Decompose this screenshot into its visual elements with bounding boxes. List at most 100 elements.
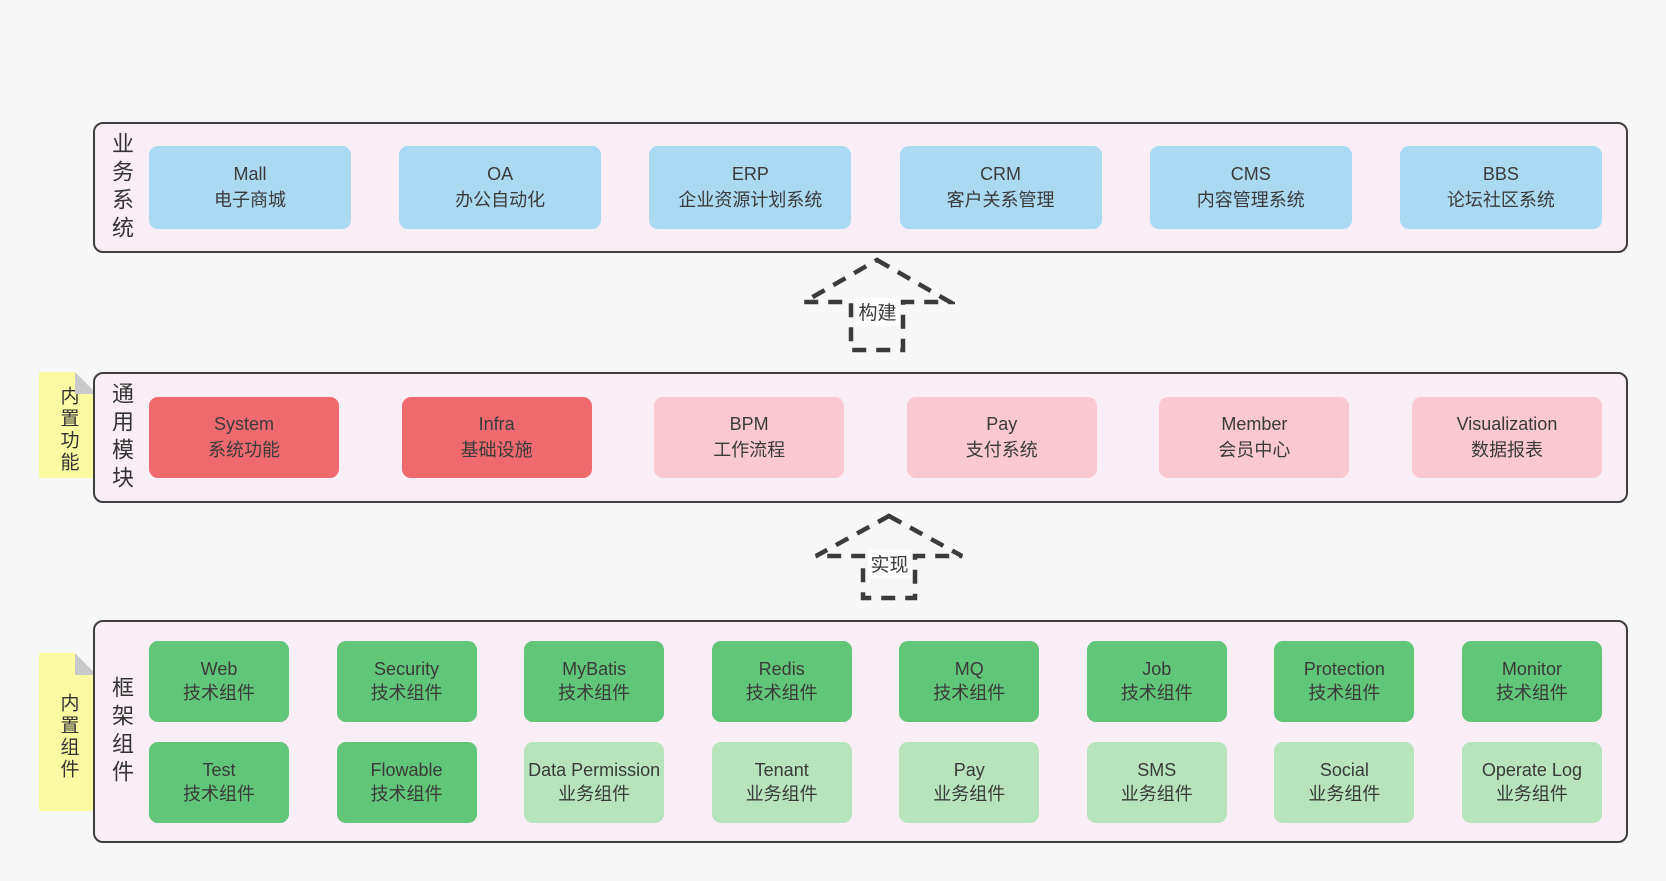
module-name: Social [1319, 759, 1369, 780]
module-name: MQ [954, 658, 984, 679]
module-name: Tenant [754, 759, 809, 780]
module-name: Infra [478, 414, 515, 435]
module-name: Redis [758, 658, 805, 679]
module-box-operate-log: Operate Log 业务组件 [1461, 741, 1602, 823]
module-name: Monitor [1501, 658, 1562, 679]
module-name: Security [374, 658, 440, 679]
module-desc: 技术组件 [1308, 683, 1381, 703]
module-name: MyBatis [562, 658, 627, 679]
module-desc: 办公自动化 [455, 189, 546, 210]
module-desc: 支付系统 [965, 439, 1038, 460]
layer-label-text: 通用模块 [109, 381, 134, 494]
module-name: Member [1221, 414, 1288, 435]
arrow-implement-label: 实现 [867, 549, 912, 578]
sticky-built-in-components: 内置组件 [39, 653, 97, 811]
module-desc: 技术组件 [183, 784, 255, 804]
module-box-mybatis: MyBatis 技术组件 [524, 640, 665, 722]
module-desc: 业务组件 [558, 784, 631, 804]
module-box-mall: Mall 电子商城 [149, 146, 351, 229]
module-desc: 业务组件 [1120, 784, 1193, 804]
module-name: OA [487, 164, 514, 185]
sticky-label: 内置功能 [57, 386, 79, 474]
module-desc: 企业资源计划系统 [678, 189, 823, 210]
module-box-oa: OA 办公自动化 [399, 146, 602, 229]
module-box-erp: ERP 企业资源计划系统 [649, 146, 852, 229]
module-desc: 工作流程 [713, 439, 786, 460]
module-desc: 技术组件 [745, 683, 818, 703]
module-box-redis: Redis 技术组件 [711, 640, 852, 722]
module-box-mq: MQ 技术组件 [899, 640, 1040, 722]
module-box-web: Web 技术组件 [149, 640, 289, 722]
module-desc: 技术组件 [183, 683, 255, 703]
module-box-tenant: Tenant 业务组件 [711, 741, 852, 823]
module-name: Visualization [1456, 414, 1558, 435]
module-name: Data Permission [528, 759, 661, 780]
module-desc: 系统功能 [208, 439, 280, 460]
module-box-social: Social 业务组件 [1274, 741, 1415, 823]
module-boxes: System 系统功能 Infra 基础设施 BPM 工作流程 Pay 支付系统 Member 会… [147, 374, 1626, 501]
module-name: Job [1142, 658, 1172, 679]
module-desc: 基础设施 [460, 439, 533, 460]
module-name: Protection [1303, 658, 1385, 679]
layer-label-business: 业务系统 [95, 124, 147, 251]
module-name: SMS [1137, 759, 1177, 780]
module-desc: 业务组件 [1495, 784, 1568, 804]
module-box-bbs: BBS 论坛社区系统 [1399, 146, 1602, 229]
layer-label-modules: 通用模块 [95, 374, 147, 501]
module-box-infra: Infra 基础设施 [401, 397, 592, 478]
module-desc: 论坛社区系统 [1446, 189, 1555, 210]
module-box-cms: CMS 内容管理系统 [1149, 146, 1352, 229]
module-box-data-permission: Data Permission 业务组件 [524, 741, 665, 823]
arrow-build: 构建 [800, 257, 955, 353]
module-box-pay: Pay 支付系统 [906, 397, 1097, 478]
up-arrow-icon [800, 257, 955, 353]
module-desc: 数据报表 [1470, 439, 1543, 460]
sticky-built-in-features: 内置功能 [39, 372, 97, 478]
layer-common-modules: 通用模块 System 系统功能 Infra 基础设施 BPM 工作流程 Pay 支付系统 Me… [93, 372, 1628, 503]
module-box-protection: Protection 技术组件 [1274, 640, 1415, 722]
layer-label-text: 业务系统 [109, 131, 134, 244]
module-desc: 技术组件 [1495, 683, 1568, 703]
module-desc: 业务组件 [745, 784, 818, 804]
module-name: Mall [233, 164, 267, 185]
sticky-label: 内置组件 [57, 693, 79, 781]
module-name: BPM [729, 414, 769, 435]
module-name: Operate Log [1481, 759, 1582, 780]
module-box-visualization: Visualization 数据报表 [1411, 397, 1602, 478]
module-desc: 技术组件 [558, 683, 631, 703]
arrow-implement: 实现 [812, 513, 967, 601]
module-box-monitor: Monitor 技术组件 [1461, 640, 1602, 722]
module-box-member: Member 会员中心 [1159, 397, 1350, 478]
module-name: Pay [986, 414, 1018, 435]
module-box-system: System 系统功能 [149, 397, 339, 478]
module-desc: 会员中心 [1218, 439, 1291, 460]
module-desc: 业务组件 [1308, 784, 1381, 804]
module-name: Test [202, 759, 236, 780]
module-name: Web [200, 658, 238, 679]
module-name: Flowable [370, 759, 443, 780]
layer-label-components: 框架组件 [95, 622, 147, 841]
arrow-build-label: 构建 [855, 297, 900, 326]
module-box-flowable: Flowable 技术组件 [336, 741, 477, 823]
module-desc: 内容管理系统 [1196, 189, 1305, 210]
module-desc: 技术组件 [370, 784, 443, 804]
module-desc: 业务组件 [933, 784, 1006, 804]
module-box-bpm: BPM 工作流程 [654, 397, 845, 478]
module-name: ERP [731, 164, 769, 185]
module-box-test: Test 技术组件 [149, 741, 289, 823]
module-desc: 电子商城 [214, 189, 286, 210]
module-name: CMS [1230, 164, 1271, 185]
module-name: System [213, 414, 274, 435]
module-desc: 技术组件 [933, 683, 1006, 703]
layer-label-text: 框架组件 [109, 675, 134, 788]
module-name: BBS [1482, 164, 1519, 185]
